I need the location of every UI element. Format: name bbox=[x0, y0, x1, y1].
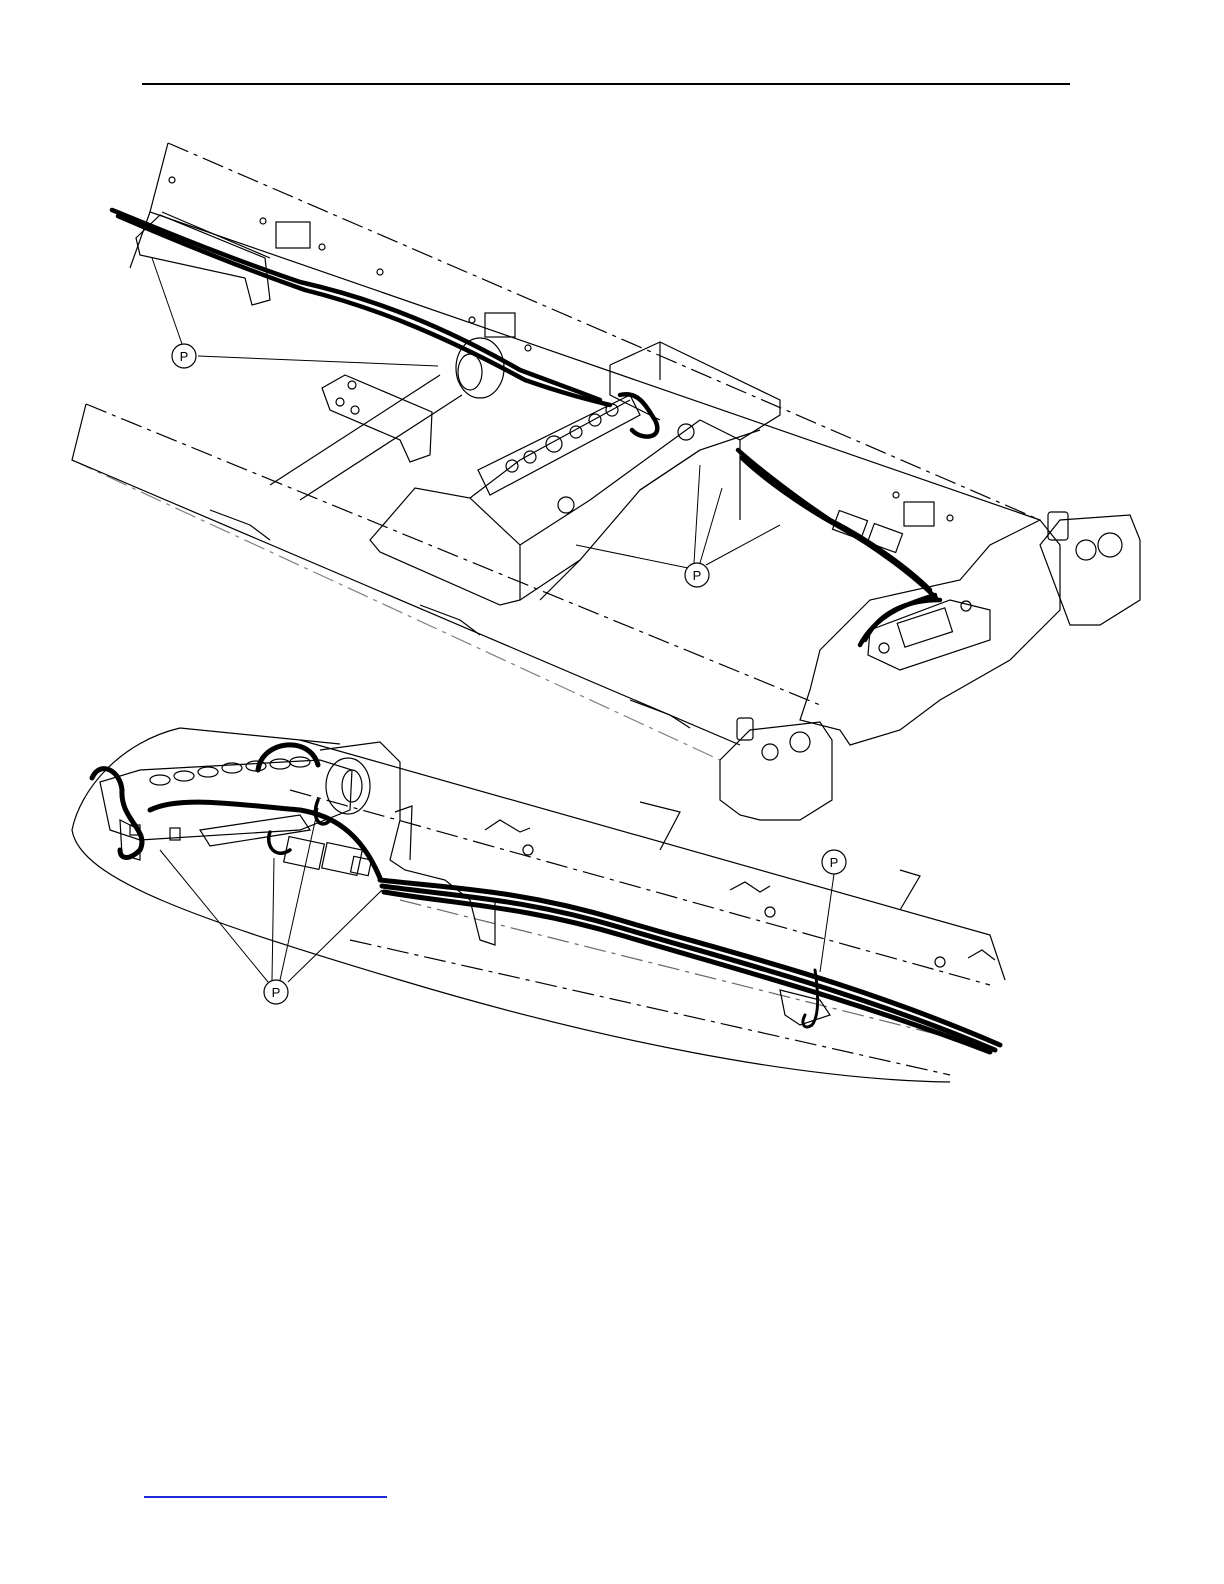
lower-callout-p-right: P bbox=[822, 850, 846, 874]
callout-label: P bbox=[830, 855, 839, 870]
upper-callout-p-right: P bbox=[685, 563, 709, 587]
lower-callout-p-left: P bbox=[264, 980, 288, 1004]
upper-callout-leaders bbox=[152, 258, 780, 568]
upper-frame-assembly bbox=[72, 143, 1140, 820]
callout-label: P bbox=[693, 568, 702, 583]
callout-label: P bbox=[272, 985, 281, 1000]
upper-wire-harness bbox=[112, 210, 940, 645]
upper-callout-p-left: P bbox=[172, 344, 196, 368]
lower-wire-harness bbox=[92, 745, 1000, 1052]
footer-link[interactable] bbox=[144, 1496, 387, 1498]
callout-label: P bbox=[180, 349, 189, 364]
